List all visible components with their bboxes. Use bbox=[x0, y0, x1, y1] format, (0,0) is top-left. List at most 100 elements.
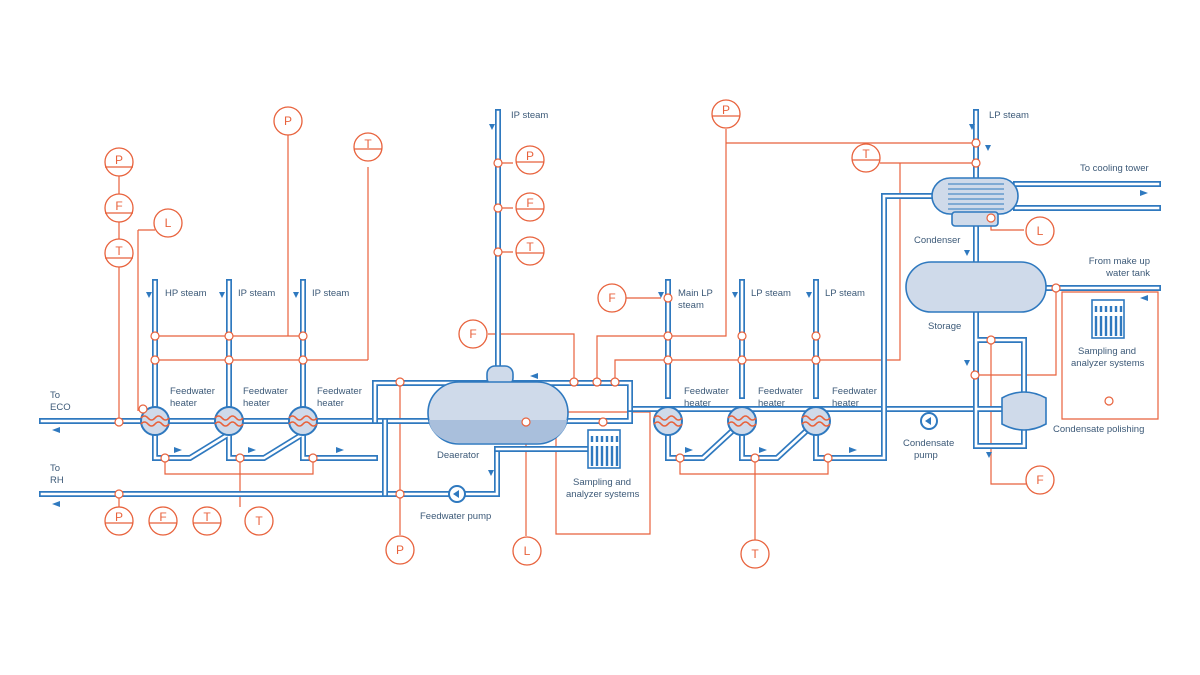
temperature-indicator: T bbox=[192, 506, 222, 536]
svg-text:T: T bbox=[862, 147, 870, 161]
arrow-right-icon bbox=[336, 447, 344, 453]
pressure-indicator: P bbox=[273, 106, 303, 136]
feedwater-heater-label: heater bbox=[832, 398, 859, 409]
sampling-right-label-line1: Sampling and bbox=[1078, 346, 1136, 357]
main-lp-steam-label-line1: Main LP bbox=[678, 288, 713, 299]
flow-indicator: F bbox=[597, 283, 627, 313]
feedwater-heater-label: Feedwater bbox=[243, 386, 288, 397]
svg-text:F: F bbox=[608, 291, 615, 305]
flow-indicator: F bbox=[104, 193, 134, 223]
condensate-pump-icon bbox=[920, 412, 938, 430]
feedwater-heater-label: heater bbox=[317, 398, 344, 409]
feedwater-heater-6 bbox=[801, 406, 831, 436]
arrow-down-icon bbox=[146, 292, 152, 298]
svg-text:F: F bbox=[1036, 473, 1043, 487]
temperature-indicator: T bbox=[104, 238, 134, 268]
temperature-indicator: T bbox=[353, 132, 383, 162]
arrow-right-icon bbox=[1140, 190, 1148, 196]
feedwater-heater-label: Feedwater bbox=[317, 386, 362, 397]
svg-text:L: L bbox=[165, 216, 172, 230]
svg-text:P: P bbox=[115, 153, 123, 167]
storage-tank bbox=[905, 261, 1047, 313]
svg-text:T: T bbox=[364, 137, 372, 151]
arrow-right-icon bbox=[849, 447, 857, 453]
to-rh-label-line1: To bbox=[50, 463, 60, 474]
arrow-down-icon bbox=[964, 250, 970, 256]
arrow-down-icon bbox=[985, 145, 991, 151]
flow-indicator: F bbox=[458, 319, 488, 349]
svg-text:P: P bbox=[722, 103, 730, 117]
svg-text:P: P bbox=[396, 543, 404, 557]
temperature-indicator: T bbox=[515, 236, 545, 266]
ip-steam-label: IP steam bbox=[238, 288, 275, 299]
to-eco-label-line2: ECO bbox=[50, 402, 71, 413]
svg-text:T: T bbox=[255, 514, 263, 528]
svg-text:P: P bbox=[284, 114, 292, 128]
main-lp-steam-label-line2: steam bbox=[678, 300, 704, 311]
lp-steam-label: LP steam bbox=[825, 288, 865, 299]
feedwater-heater-2 bbox=[214, 406, 244, 436]
instrument-bubbles: P F T L P T P F T T P P F T F L F P T T … bbox=[104, 99, 1055, 569]
ip-steam-label: IP steam bbox=[511, 110, 548, 121]
svg-text:T: T bbox=[203, 510, 211, 524]
feedwater-heater-label: heater bbox=[684, 398, 711, 409]
deaerator-vessel bbox=[427, 365, 569, 445]
arrow-down-icon bbox=[488, 470, 494, 476]
arrow-down-icon bbox=[964, 360, 970, 366]
sampling-analyzer-right-icon bbox=[1091, 299, 1125, 339]
lp-steam-label: LP steam bbox=[751, 288, 791, 299]
arrow-left-icon bbox=[52, 501, 60, 507]
svg-text:F: F bbox=[115, 199, 122, 213]
arrow-right-icon bbox=[174, 447, 182, 453]
temperature-indicator: T bbox=[851, 143, 881, 173]
sampling-mid-label-line1: Sampling and bbox=[573, 477, 631, 488]
arrow-down-icon bbox=[219, 292, 225, 298]
condensate-pump-label-line2: pump bbox=[914, 450, 938, 461]
sampling-analyzer-mid-icon bbox=[587, 429, 621, 469]
svg-text:F: F bbox=[159, 510, 166, 524]
arrow-down-icon bbox=[489, 124, 495, 130]
flow-indicator: F bbox=[148, 506, 178, 536]
arrow-left-icon bbox=[1140, 295, 1148, 301]
hp-steam-label: HP steam bbox=[165, 288, 207, 299]
svg-text:L: L bbox=[1037, 224, 1044, 238]
svg-text:T: T bbox=[526, 240, 534, 254]
feedwater-heaters bbox=[140, 406, 831, 436]
svg-text:P: P bbox=[115, 510, 123, 524]
condenser-label: Condenser bbox=[914, 235, 960, 246]
feedwater-heater-label: Feedwater bbox=[758, 386, 803, 397]
temperature-indicator: T bbox=[244, 506, 274, 536]
arrow-left-icon bbox=[530, 373, 538, 379]
lp-steam-label: LP steam bbox=[989, 110, 1029, 121]
pressure-indicator: P bbox=[711, 99, 741, 129]
arrow-down-icon bbox=[732, 292, 738, 298]
storage-label: Storage bbox=[928, 321, 961, 332]
feedwater-heater-label: Feedwater bbox=[684, 386, 729, 397]
temperature-indicator: T bbox=[740, 539, 770, 569]
feedwater-heater-1 bbox=[140, 406, 170, 436]
condensate-polishing-label: Condensate polishing bbox=[1053, 424, 1144, 435]
feedwater-heater-label: Feedwater bbox=[832, 386, 877, 397]
feedwater-pump-label: Feedwater pump bbox=[420, 511, 491, 522]
svg-text:T: T bbox=[115, 244, 123, 258]
flow-indicator: F bbox=[515, 192, 545, 222]
arrow-down-icon bbox=[806, 292, 812, 298]
condensate-polishing-vessel bbox=[1001, 391, 1047, 431]
arrow-left-icon bbox=[52, 427, 60, 433]
arrow-down-icon bbox=[658, 292, 664, 298]
feedwater-heater-label: heater bbox=[170, 398, 197, 409]
ip-steam-label: IP steam bbox=[312, 288, 349, 299]
svg-text:L: L bbox=[524, 544, 531, 558]
cooling-tower-label: To cooling tower bbox=[1080, 163, 1149, 174]
arrow-down-icon bbox=[986, 452, 992, 458]
svg-text:F: F bbox=[469, 327, 476, 341]
feedwater-heater-label: Feedwater bbox=[170, 386, 215, 397]
arrow-right-icon bbox=[759, 447, 767, 453]
arrow-right-icon bbox=[685, 447, 693, 453]
sampling-right-label-line2: analyzer systems bbox=[1071, 358, 1145, 369]
flow-indicator: F bbox=[1025, 465, 1055, 495]
feedwater-heater-5 bbox=[727, 406, 757, 436]
svg-text:F: F bbox=[526, 196, 533, 210]
feedwater-heater-4 bbox=[653, 406, 683, 436]
